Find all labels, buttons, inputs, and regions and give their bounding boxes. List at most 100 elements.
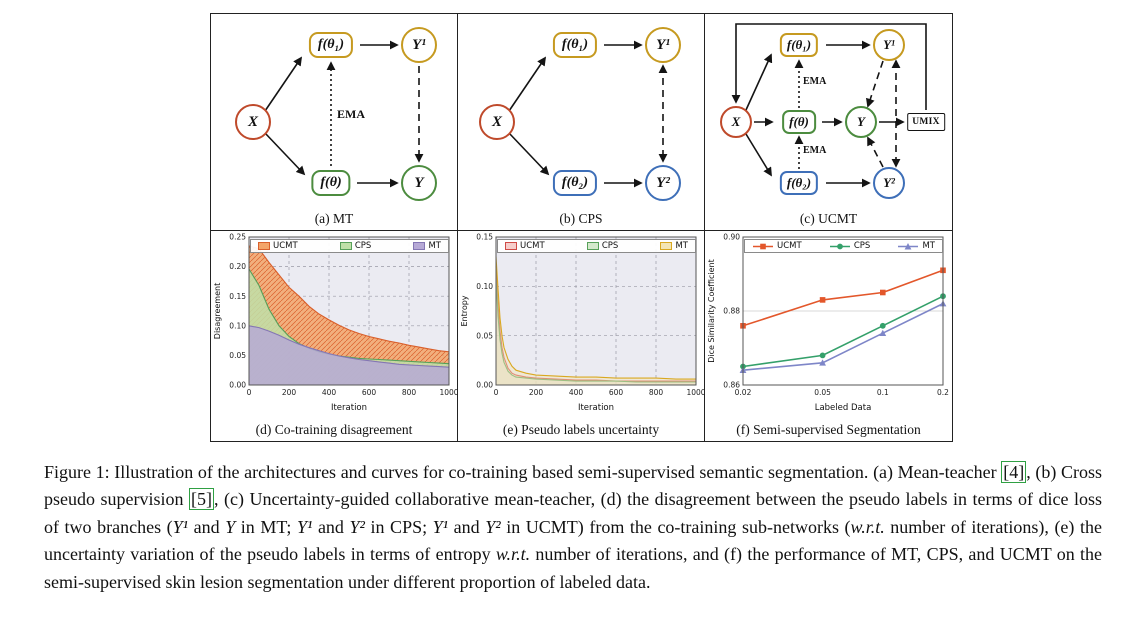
series-line-CPS [248,268,450,365]
x-tick-label: 400 [322,388,337,397]
y-tick-label: 0.90 [723,233,740,242]
legend-swatch [258,242,270,250]
ema-label-top: EMA [803,76,827,87]
x-tick-label: 200 [282,388,297,397]
legend-label: UCMT [520,241,545,251]
node-f-theta: f(θ) [311,170,351,196]
series-line-CPS [742,295,944,368]
panel-cps: X f(θ₁) f(θ₂) Y¹ Y² (b) CPS [458,14,705,231]
series-line-MT [742,302,944,371]
diagram-mt: X f(θ₁) f(θ) Y¹ Y EMA [211,14,458,203]
legend-swatch [505,242,517,250]
x-tick-label: 0 [494,388,499,397]
edge-y2-y-dashed [867,136,884,168]
caption-seg-italic: w.r.t. [850,516,885,537]
legend-item-CPS: CPS [829,241,870,251]
diagram-cps-edges [508,40,668,188]
legend-item-CPS: CPS [339,241,372,251]
legend-glyph [898,242,919,249]
legend-label: MT [675,241,688,251]
x-tick-label: 600 [362,388,377,397]
node-y1: Y¹ [401,27,437,63]
node-x: X [720,106,752,138]
legend-swatch [339,242,352,250]
node-x: X [479,104,515,140]
x-tick-label: 0 [247,388,252,397]
y-tick-label: 0.15 [229,292,246,301]
legend-item-MT: MT [897,241,935,251]
legend-item-MT: MT [660,241,688,251]
x-tick-label: 800 [402,388,417,397]
x-tick-label: 800 [649,388,664,397]
diagram-cps: X f(θ₁) f(θ₂) Y¹ Y² [458,14,705,203]
marker [879,322,886,329]
series-line-MT [495,256,696,380]
y-axis-label: Disagreement [213,283,222,339]
marker [819,359,826,366]
caption-seg-text: and [312,516,350,537]
y-tick-label: 0.05 [476,331,493,340]
y-tick-label: 0.10 [229,321,246,330]
legend-label: CPS [354,241,372,251]
node-y1: Y¹ [645,27,681,63]
x-tick-label: 1000 [686,388,705,397]
caption-seg-italic: w.r.t. [495,544,531,565]
y-tick-label: 0.05 [229,351,246,360]
chart-legend-e: UCMT CPS MT [497,239,696,253]
legend-glyph [753,243,773,249]
node-x: X [235,104,271,140]
y-tick-label: 0.86 [723,381,740,390]
caption-seg-text: in UCMT) from the co-training sub-networ… [500,516,851,537]
y-tick-label: 0.00 [476,381,493,390]
caption-seg-cite: [5] [189,488,214,511]
legend-label: MT [922,241,935,251]
marker [819,297,826,303]
plot-frame [742,236,944,386]
edge-x-f1 [508,56,547,112]
diagram-ucmt: X f(θ₁) f(θ) f(θ₂) Y¹ Y Y² UMIX EMA EMA [705,14,952,203]
x-tick-label: 0.02 [735,388,752,397]
series-line-UCMT [742,269,944,327]
node-y: Y [845,106,877,138]
panel-caption-a: (a) MT [314,211,354,226]
x-axis-label: Iteration [578,403,614,413]
x-tick-label: 400 [569,388,584,397]
panel-caption-b: (b) CPS [559,211,603,226]
x-tick-label: 0.1 [877,388,889,397]
x-axis-label: Iteration [331,403,367,413]
marker [879,289,886,296]
legend-swatch [413,242,426,250]
caption-seg-text: in MT; [235,516,297,537]
node-umix: UMIX [907,113,945,131]
legend-label: CPS [601,241,619,251]
panel-caption-c: (c) UCMT [799,211,858,226]
node-f-theta2: f(θ₂) [779,171,819,195]
legend-label: UCMT [777,241,802,251]
series-line-UCMT [248,245,450,353]
x-axis-label: Labeled Data [815,403,872,413]
y-tick-label: 0.25 [229,233,246,242]
x-tick-label: 600 [609,388,624,397]
y-tick-label: 0.15 [476,233,493,242]
caption-seg-math: Y¹ [296,516,313,537]
legend-label: CPS [853,241,871,251]
caption-seg-text: , (c) Uncertainty-guided collaborative m… [44,489,1102,537]
diagram-mt-edges [264,40,424,188]
caption-seg-text: and [188,516,226,537]
x-tick-label: 0.2 [937,388,949,397]
figure-caption: Figure 1: Illustration of the architectu… [44,459,1102,596]
plot-bg [496,237,696,385]
y-tick-label: 0.10 [476,282,493,291]
node-f-theta1: f(θ₁) [552,32,598,58]
legend-item-UCMT: UCMT [752,241,802,251]
caption-seg-text: , (b) Cross pseudo supervision [44,462,1103,510]
series-line-MT [248,325,450,368]
caption-seg-text: Figure 1: Illustration of the architectu… [44,462,1002,482]
caption-seg-text: number of iterations, and (f) the perfor… [44,544,1102,592]
ema-label: EMA [337,107,365,121]
panel-caption-e: (e) Pseudo labels uncertainty [502,422,660,437]
ema-label-bottom: EMA [803,145,827,156]
